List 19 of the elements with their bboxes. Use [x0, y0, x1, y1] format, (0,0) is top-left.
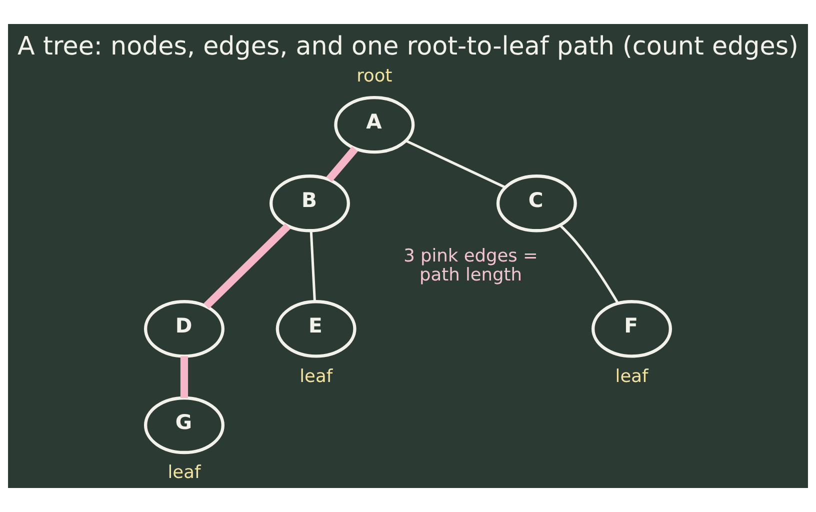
node-ellipse: E	[276, 300, 356, 358]
node-ellipse: A	[334, 96, 415, 154]
node-label: root	[356, 66, 392, 86]
connector	[204, 223, 291, 309]
connector	[180, 356, 188, 398]
connector	[406, 140, 506, 188]
node-ellipse: B	[270, 174, 350, 232]
connector	[310, 230, 316, 302]
node-label: leaf	[300, 366, 333, 387]
node-ellipse: C	[496, 174, 577, 232]
node-label: leaf	[168, 463, 201, 484]
node-ellipse: F	[592, 300, 672, 358]
node-label: leaf	[615, 366, 648, 387]
connector	[326, 146, 358, 182]
label: 3 pink edges = path length	[404, 246, 538, 286]
diagram-title: A tree: nodes, edges, and one root-to-leaf path (count edges)	[18, 30, 798, 60]
node-ellipse: G	[144, 396, 224, 454]
node-ellipse: D	[144, 300, 224, 358]
connector	[559, 224, 620, 304]
